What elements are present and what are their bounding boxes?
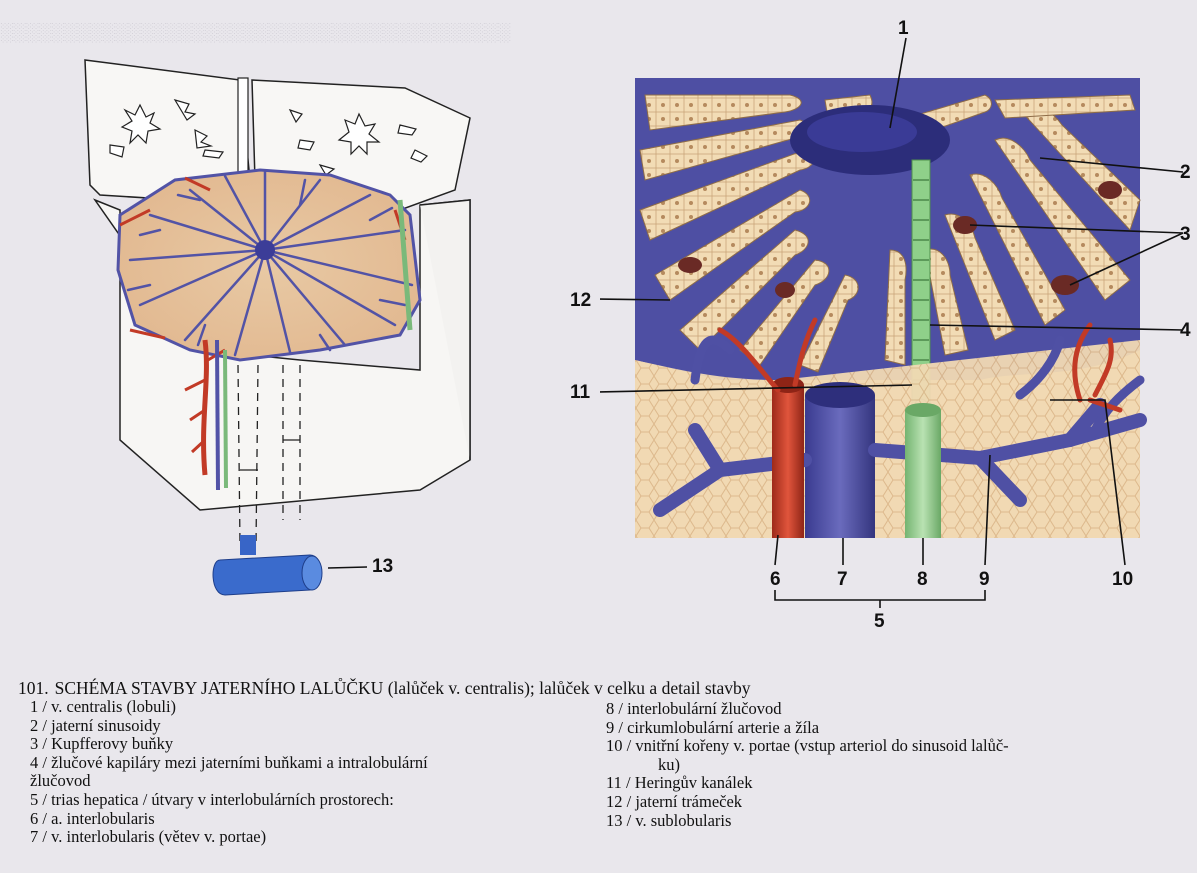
legend-item: 13 / v. sublobularis [606, 812, 1181, 831]
legend-item: 1 / v. centralis (lobuli) [30, 698, 590, 717]
legend-item: 5 / trias hepatica / útvary v interlobul… [30, 791, 590, 810]
caption-title-line: 101. SCHÉMA STAVBY JATERNÍHO LALŮČKU (lal… [18, 678, 751, 699]
legend-item-continuation: ku) [606, 756, 1181, 775]
legend-left-column: 1 / v. centralis (lobuli) 2 / jaterní si… [30, 698, 590, 847]
legend-item: 12 / jaterní trámeček [606, 793, 1181, 812]
sublobular-vein [213, 535, 322, 595]
legend-item: 11 / Heringův kanálek [606, 774, 1181, 793]
central-vein-dot [255, 240, 275, 260]
figure-title: SCHÉMA STAVBY JATERNÍHO LALŮČKU [55, 678, 384, 698]
legend-item: 10 / vnitřní kořeny v. portae (vstup art… [606, 737, 1181, 756]
figure-caption: 101. SCHÉMA STAVBY JATERNÍHO LALŮČKU (lal… [0, 678, 1197, 873]
legend-item: 9 / cirkumlobulární arterie a žíla [606, 719, 1181, 738]
interlobular-bile-duct [905, 410, 941, 538]
legend-right-column: 8 / interlobulární žlučovod 9 / cirkumlo… [606, 700, 1181, 830]
legend-item: 4 / žlučové kapiláry mezi jaterními buňk… [30, 754, 590, 773]
lobule-overview-diagram [0, 0, 600, 680]
interlobular-vein [805, 395, 875, 538]
legend-item: 6 / a. interlobularis [30, 810, 590, 829]
interlobular-artery [772, 385, 804, 538]
legend-item: 2 / jaterní sinusoidy [30, 717, 590, 736]
figure-number: 101. [18, 678, 49, 698]
legend-item-continuation: žlučovod [30, 772, 590, 791]
lobule-detail-diagram [600, 0, 1197, 680]
legend-item: 8 / interlobulární žlučovod [606, 700, 1181, 719]
legend-item: 7 / v. interlobularis (větev v. portae) [30, 828, 590, 847]
figure-title-rest: (lalůček v. centralis); lalůček v celku … [383, 678, 750, 698]
legend-item: 3 / Kupfferovy buňky [30, 735, 590, 754]
